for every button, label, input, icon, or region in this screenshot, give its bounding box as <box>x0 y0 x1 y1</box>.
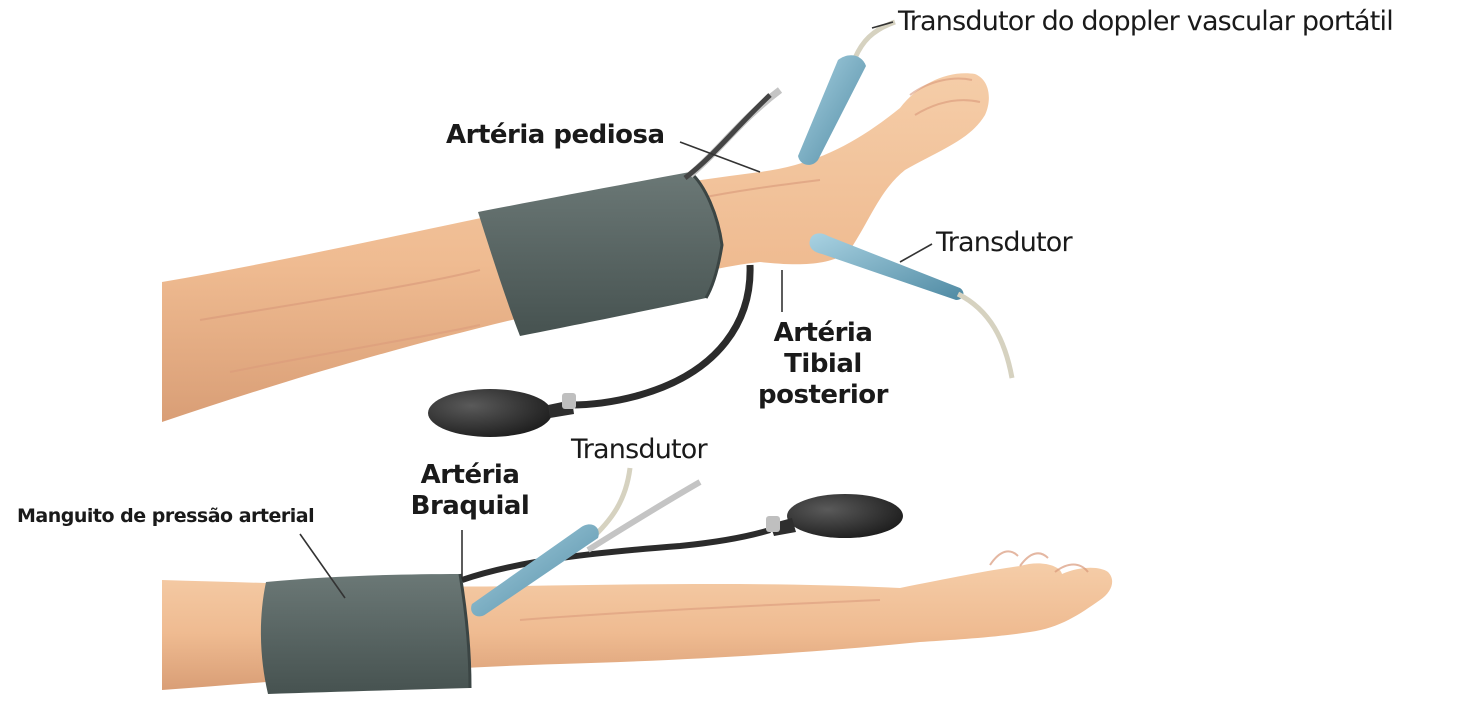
arm-cuff <box>261 574 470 694</box>
arm-bulb-body <box>787 494 903 538</box>
leg-cuff-body <box>478 172 722 336</box>
leg-cuff <box>478 172 722 336</box>
leg-bulb <box>428 389 576 437</box>
brachial-line-1: Artéria <box>400 460 540 491</box>
posterior-tibial-line-2: Tibial <box>748 349 898 380</box>
arm-bulb-valve <box>766 516 780 532</box>
arm-grey-tube <box>588 482 700 550</box>
ankle-transducer-cable <box>958 294 1012 378</box>
doppler-transducer-label: Transdutor do doppler vascular portátil <box>898 8 1393 35</box>
ankle-transducer-label: Transdutor <box>936 229 1072 256</box>
blood-pressure-cuff-label: Manguito de pressão arterial <box>17 507 314 526</box>
arm-bulb-tube <box>462 530 770 580</box>
brachial-line-2: Braquial <box>400 491 540 522</box>
arm-transducer-label: Transdutor <box>571 436 707 463</box>
leg-bulb-body <box>428 389 552 437</box>
brachial-artery-label: Artéria Braquial <box>400 460 540 522</box>
leg-cuff-tube-dark <box>685 95 770 178</box>
dorsalis-pedis-artery-label: Artéria pediosa <box>446 122 665 148</box>
arm-bulb <box>766 494 903 538</box>
posterior-tibial-line-3: posterior <box>748 380 898 411</box>
posterior-tibial-artery-label: Artéria Tibial posterior <box>748 318 898 412</box>
leg-bulb-valve <box>562 393 576 409</box>
posterior-tibial-line-1: Artéria <box>748 318 898 349</box>
leader-transdutor-foot <box>900 244 932 262</box>
arm-cuff-body <box>261 574 470 694</box>
